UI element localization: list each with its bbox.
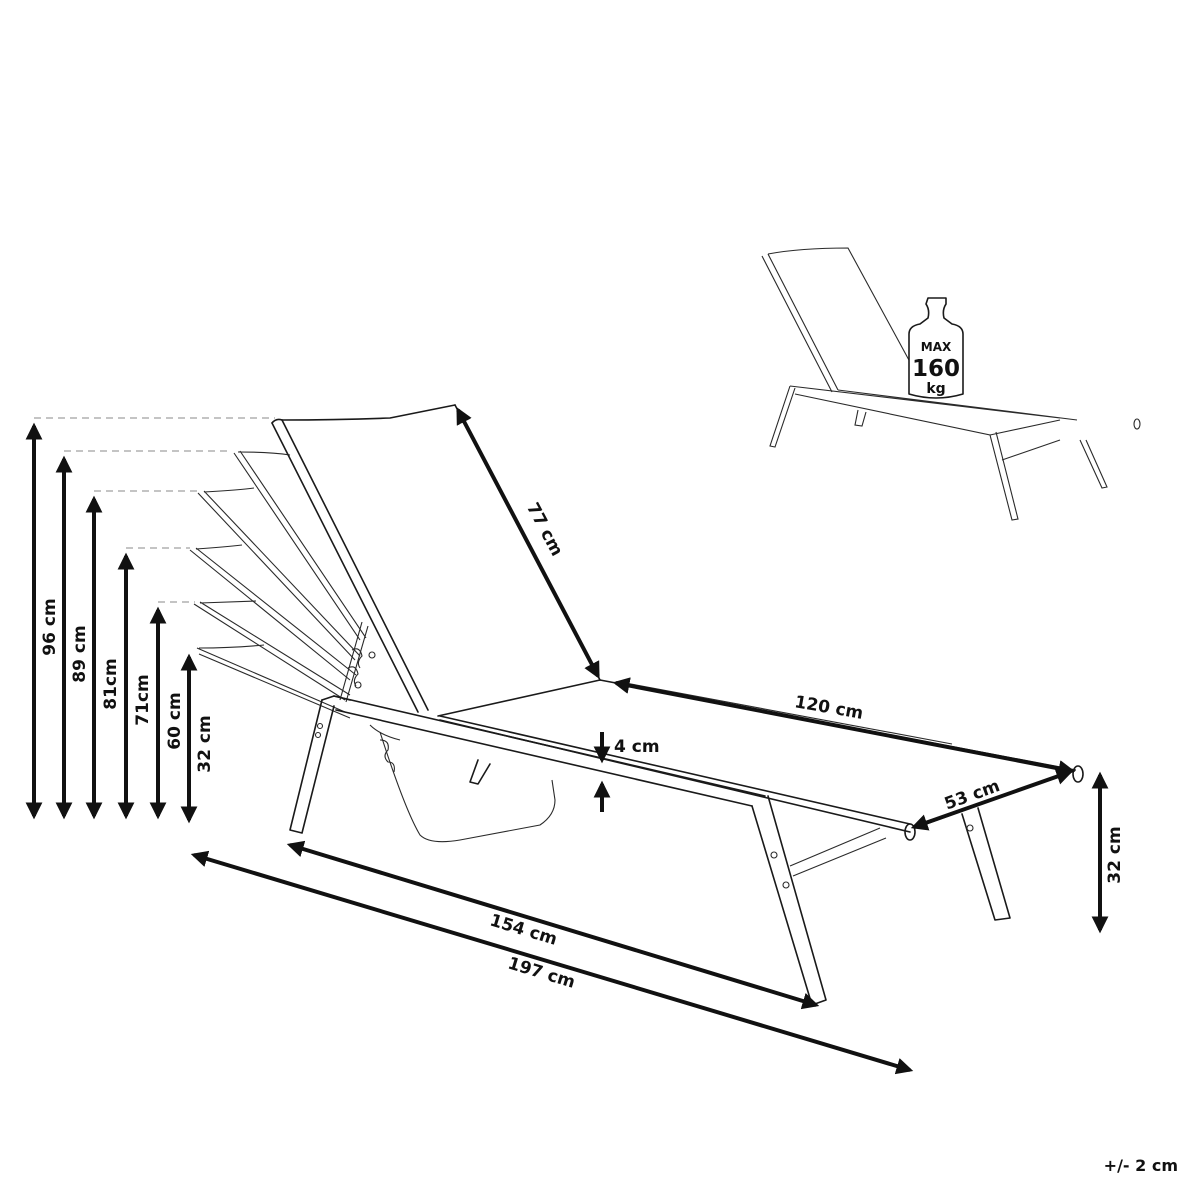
backrest-positions <box>189 450 367 719</box>
backrest-length-arrow <box>456 407 600 679</box>
thickness-label: 4 cm <box>614 737 660 757</box>
height-label-96: 96 cm <box>40 598 60 655</box>
max-load-label: MAX <box>921 340 952 354</box>
tolerance-note: +/- 2 cm <box>1103 1156 1178 1175</box>
backrest-height-arrows <box>25 422 198 824</box>
height-label-81: 81cm <box>101 658 121 709</box>
backrest-length-label: 77 cm <box>522 500 567 560</box>
seat-height-label: 32 cm <box>1105 826 1125 883</box>
height-label-60: 60 cm <box>165 692 185 749</box>
width-arrow <box>910 768 1074 831</box>
backrest <box>271 404 601 717</box>
seat-length-arrow <box>612 677 1076 777</box>
dimension-arrows <box>190 407 1109 1075</box>
height-reference-lines <box>34 417 275 603</box>
lounger-frame <box>289 679 1084 1006</box>
height-label-32: 32 cm <box>195 715 215 772</box>
max-load-inset: MAX 160 kg <box>761 247 1141 521</box>
weight-icon <box>908 297 964 399</box>
width-label: 53 cm <box>942 776 1003 814</box>
dimension-labels: 77 cm 120 cm 4 cm 53 cm 32 cm 154 cm 197… <box>487 500 1125 993</box>
max-load-unit: kg <box>926 381 945 397</box>
max-load-value: 160 <box>912 356 960 382</box>
height-label-89: 89 cm <box>70 625 90 682</box>
height-label-71: 71cm <box>133 674 153 725</box>
total-length-arrow <box>190 850 914 1075</box>
backrest-height-labels: 96 cm 89 cm 81cm 71cm 60 cm 32 cm <box>40 598 215 772</box>
